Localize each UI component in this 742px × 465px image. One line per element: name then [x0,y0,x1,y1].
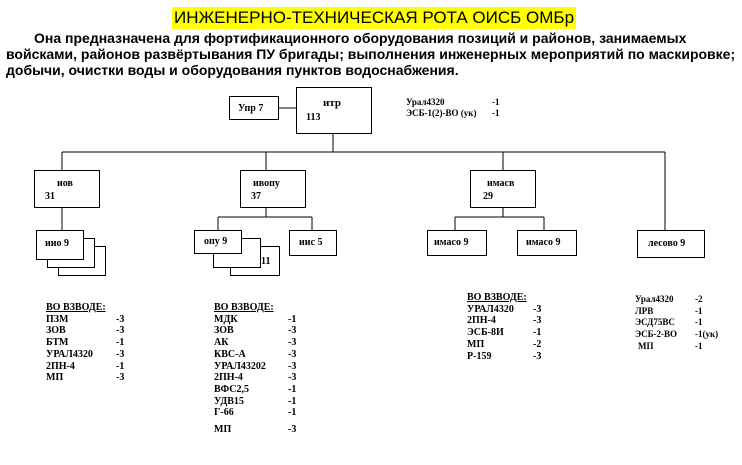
squad-imasv-a-label: имасо 9 [434,237,469,248]
platoon-ivopu-label: ивопу [253,178,280,189]
list-iov-header: ВО ВЗВОДЕ: [46,302,106,313]
hq-equipment: Урал4320-1 ЭСБ-1(2)-ВО (ук)-1 [406,97,500,118]
squad-ivopu-b: иис 5 [289,230,337,256]
platoon-iov: иов 31 [34,170,100,208]
hq-count: 113 [306,112,321,123]
list-iov: ВО ВЗВОДЕ: ПЗМ-3 ЗОВ-3 БТМ-1 УРАЛ4320-3 … [46,302,125,384]
list-lesovo: Урал4320-2 ЛРВ-1 ЭСД75ВС-1 ЭСБ-2-ВО-1(ук… [635,294,719,351]
platoon-imasv-label: имасв [487,178,515,189]
squad-ivopu-a-label: опу 9 [204,236,228,247]
platoon-ivopu-count: 37 [251,191,261,202]
description: Она предназначена для фортификационного … [6,30,736,78]
platoon-imasv-count: 29 [483,191,493,202]
list-ivopu-header: ВО ВЗВОДЕ: [214,302,274,313]
platoon-iov-count: 31 [45,191,55,202]
squad-lesovo: лесово 9 [637,230,705,258]
hq-box: итр 113 [296,87,372,134]
platoon-iov-label: иов [57,178,73,189]
squad-ivopu-b-label: иис 5 [299,237,323,248]
squad-imasv-b-label: имасо 9 [526,237,561,248]
squad-iov-label: иио 9 [45,238,70,249]
squad-ivopu-a: опу 9 [194,230,242,254]
platoon-imasv: имасв 29 [470,170,536,208]
squad-ivopu-count: 11 [261,256,271,267]
platoon-ivopu: ивопу 37 [240,170,306,208]
squad-iov: иио 9 [36,230,84,260]
upr-label: Упр 7 [238,103,264,114]
list-imasv: ВО ВЗВОДЕ: УРАЛ4320-3 2ПН-4-3 ЭСБ-8И-1 М… [467,292,542,362]
squad-lesovo-label: лесово 9 [648,238,686,249]
hq-label: итр [323,97,341,109]
upr-box: Упр 7 [229,96,279,120]
squad-imasv-a: имасо 9 [427,230,487,256]
list-ivopu: ВО ВЗВОДЕ: МДК-1 ЗОВ-3 АК-3 КВС-А-3 УРАЛ… [214,302,297,436]
list-imasv-header: ВО ВЗВОДЕ: [467,292,527,303]
page-title: ИНЖЕНЕРНО-ТЕХНИЧЕСКАЯ РОТА ОИСБ ОМБр [172,7,576,29]
squad-imasv-b: имасо 9 [517,230,577,256]
